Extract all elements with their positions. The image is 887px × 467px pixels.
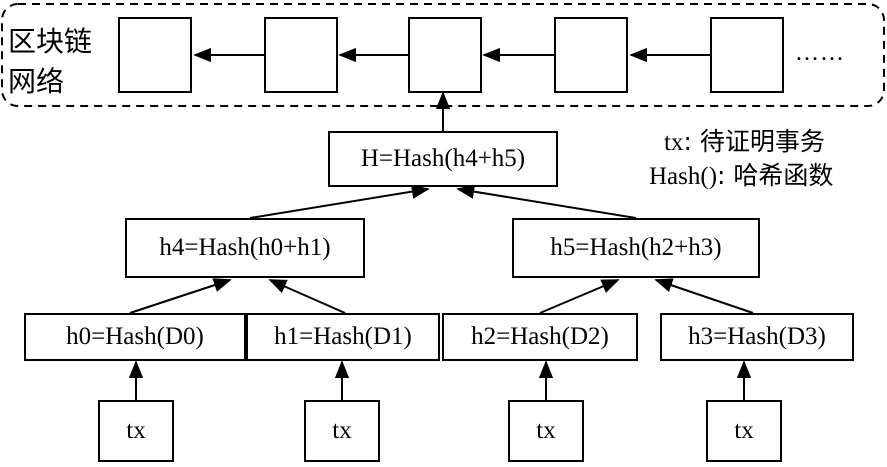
- h0-to-h4-arrow: [129, 278, 232, 314]
- legend-hash: Hash(): 哈希函数: [649, 161, 833, 192]
- h1-to-h4-arrow: [268, 279, 346, 314]
- h4-to-root-arrow: [249, 184, 430, 219]
- blockchain-network-boundary: [1, 3, 885, 107]
- chain-ellipsis: ……: [795, 40, 845, 66]
- h2-hash-node: h2=Hash(D2): [442, 313, 638, 361]
- root-hash-node: H=Hash(h4+h5): [328, 131, 558, 187]
- h3-to-h5-arrow: [654, 278, 754, 314]
- h4-hash-node: h4=Hash(h0+h1): [125, 218, 365, 278]
- legend-hash-key: Hash(): [649, 163, 718, 190]
- h5-to-root-arrow: [456, 184, 637, 219]
- transaction-node: tx: [98, 400, 174, 462]
- chain-block: [710, 17, 784, 93]
- legend-tx: tx: 待证明事务: [664, 127, 825, 158]
- network-label-line2: 网络: [8, 65, 65, 98]
- h2-to-h5-arrow: [539, 279, 620, 314]
- h1-hash-node: h1=Hash(D1): [246, 313, 440, 361]
- h5-hash-node: h5=Hash(h2+h3): [512, 218, 760, 278]
- h0-hash-node: h0=Hash(D0): [24, 313, 246, 361]
- h3-hash-node: h3=Hash(D3): [660, 313, 854, 361]
- transaction-node: tx: [508, 400, 584, 462]
- legend-hash-desc: : 哈希函数: [717, 161, 834, 190]
- transaction-node: tx: [706, 400, 782, 462]
- chain-block: [408, 17, 482, 93]
- chain-block: [264, 17, 338, 93]
- transaction-node: tx: [304, 400, 380, 462]
- legend-tx-desc: : 待证明事务: [683, 127, 825, 156]
- blockchain-network-label: 区块链 网络: [8, 22, 92, 102]
- chain-block: [554, 17, 628, 93]
- network-label-line1: 区块链: [8, 25, 93, 58]
- legend-tx-key: tx: [664, 129, 684, 156]
- chain-block: [118, 17, 192, 93]
